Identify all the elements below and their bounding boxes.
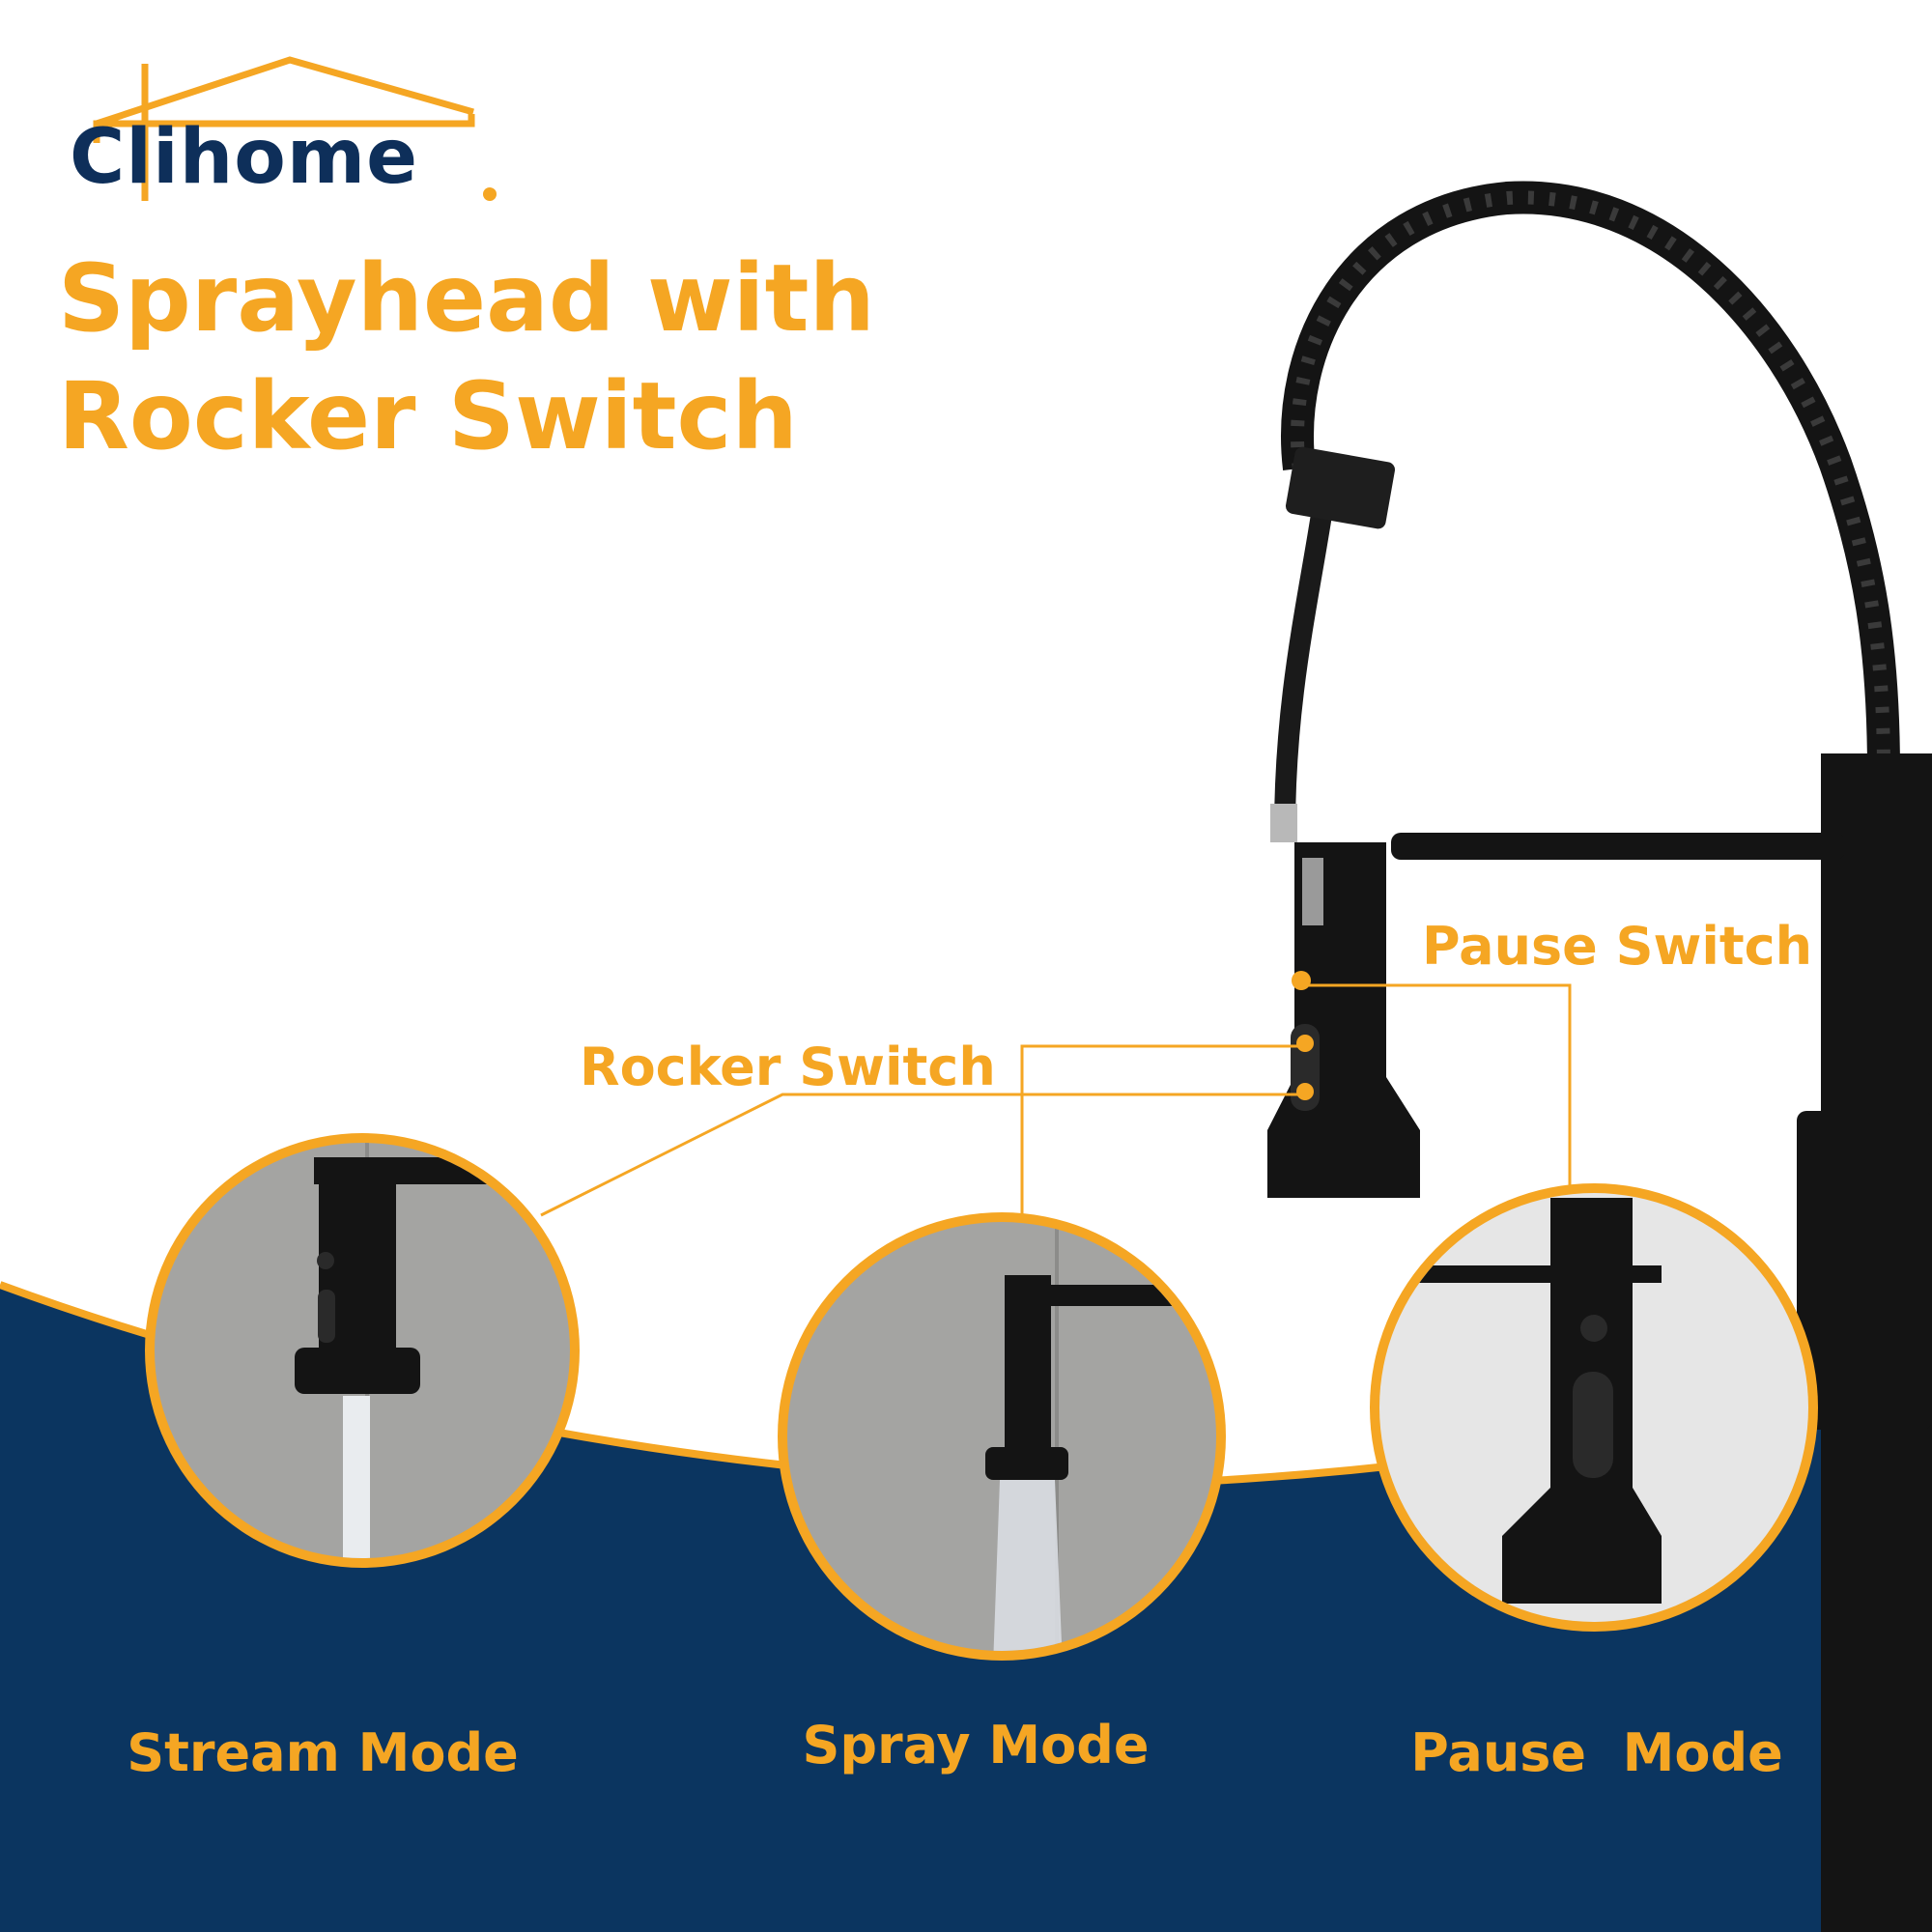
stream-mode-label: Stream Mode: [127, 1722, 519, 1783]
brand-logo-text: Clihome: [70, 114, 419, 201]
spray-mode-label: Spray Mode: [802, 1715, 1150, 1776]
stream-mode-photo: [145, 1133, 580, 1568]
spray-mode-photo: [778, 1212, 1226, 1661]
callout-lines: [540, 983, 1572, 1222]
pause-mode-photo: [1370, 1183, 1818, 1632]
rocker-switch-line-a: [1020, 1044, 1304, 1222]
faucet-illustration: [1267, 181, 1932, 1932]
pause-mode-label: Pause Mode: [1410, 1722, 1783, 1783]
headline-line-2: Rocker Switch: [58, 362, 798, 470]
logo-roof-icon: [93, 56, 497, 201]
rocker-switch-callout: Rocker Switch: [580, 1037, 996, 1097]
headline-line-1: Sprayhead with: [58, 244, 875, 353]
rocker-switch-line-b: [540, 1093, 1304, 1217]
page-headline: Sprayhead with Rocker Switch: [58, 240, 875, 475]
pause-switch-callout: Pause Switch: [1422, 916, 1813, 977]
pause-switch-line: [1304, 983, 1572, 1198]
